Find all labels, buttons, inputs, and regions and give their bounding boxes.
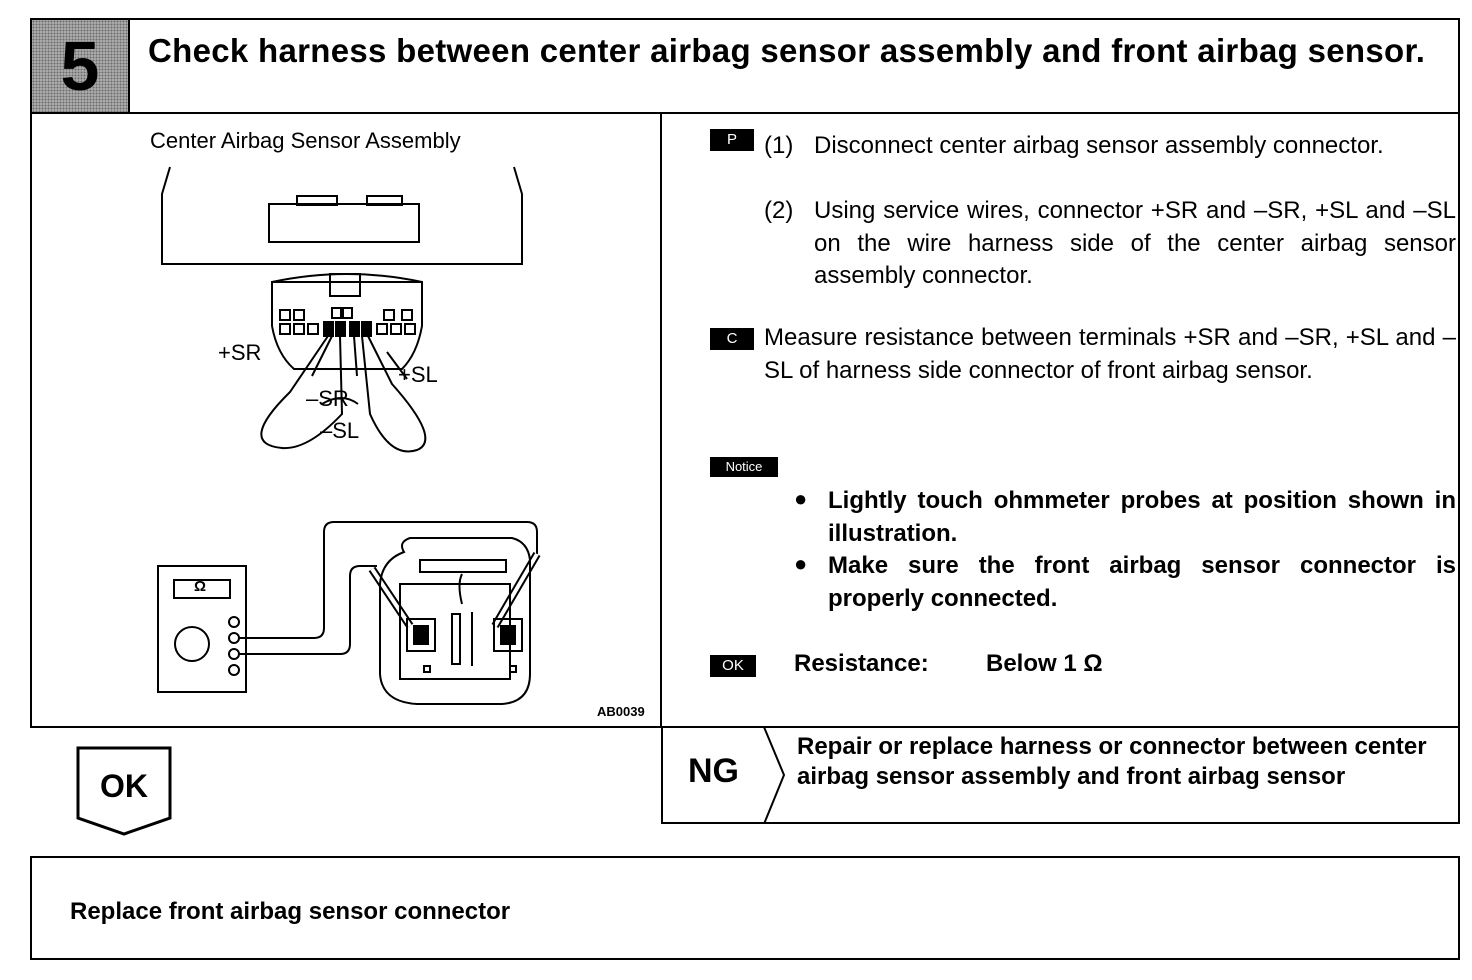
ng-branch-box [661, 727, 1460, 824]
probe-leads [239, 521, 541, 655]
illustration-panel: Center Airbag Sensor Assembly +SR –SR +S… [32, 114, 662, 728]
bullet-dot: ● [794, 486, 808, 511]
figure-code: AB0039 [597, 704, 645, 719]
front-sensor-connector [379, 537, 531, 705]
center-sensor-assembly [161, 166, 523, 265]
ng-branch-label: NG [688, 752, 739, 790]
ok-branch-label: OK [100, 768, 148, 804]
service-wire-loops [260, 335, 427, 453]
step-number-box: 5 [32, 20, 130, 112]
step-1-text: Disconnect center airbag sensor assembly… [814, 132, 1384, 159]
prepare-badge: P [710, 129, 754, 151]
result-box: Replace front airbag sensor connector [30, 856, 1460, 960]
label-minus-sl: –SL [320, 418, 360, 443]
check-badge: C [710, 328, 754, 350]
step-2-number: (2) [764, 197, 794, 224]
figure-caption: Center Airbag Sensor Assembly [150, 128, 461, 153]
ohmmeter-icon [157, 565, 247, 693]
ng-branch-text: Repair or replace harness or connector b… [797, 733, 1427, 790]
instructions-panel: P (1) Disconnect center airbag sensor as… [664, 114, 1460, 728]
label-plus-sr: +SR [218, 340, 262, 365]
ok-arrow-shape [76, 746, 172, 836]
center-sensor-connector [271, 273, 423, 370]
label-plus-sl: +SL [398, 362, 438, 387]
ng-chevron-icon [763, 727, 786, 824]
ok-spec-badge: OK [710, 655, 756, 677]
notice-badge: Notice [710, 457, 778, 477]
ohm-symbol: Ω [194, 578, 207, 595]
notice-bullet-2: Make sure the front airbag sensor connec… [828, 552, 1456, 612]
notice-bullet-1: Lightly touch ohmmeter probes at positio… [828, 487, 1456, 547]
check-text: Measure resistance between terminals +SR… [764, 324, 1456, 384]
step-1-number: (1) [764, 132, 794, 159]
wiring-illustration [157, 166, 541, 705]
step-title: Check harness between center airbag sens… [148, 32, 1426, 69]
result-text: Replace front airbag sensor connector [70, 898, 511, 925]
label-minus-sr: –SR [306, 386, 349, 411]
step-header: 5 Check harness between center airbag se… [32, 20, 1458, 114]
spec-label: Resistance: [794, 650, 929, 677]
bullet-dot: ● [794, 551, 808, 576]
step-2-text: Using service wires, connector +SR and –… [814, 197, 1456, 289]
procedure-frame: 5 Check harness between center airbag se… [30, 18, 1460, 728]
spec-value: Below 1 Ω [986, 650, 1103, 677]
step-number: 5 [60, 27, 100, 105]
